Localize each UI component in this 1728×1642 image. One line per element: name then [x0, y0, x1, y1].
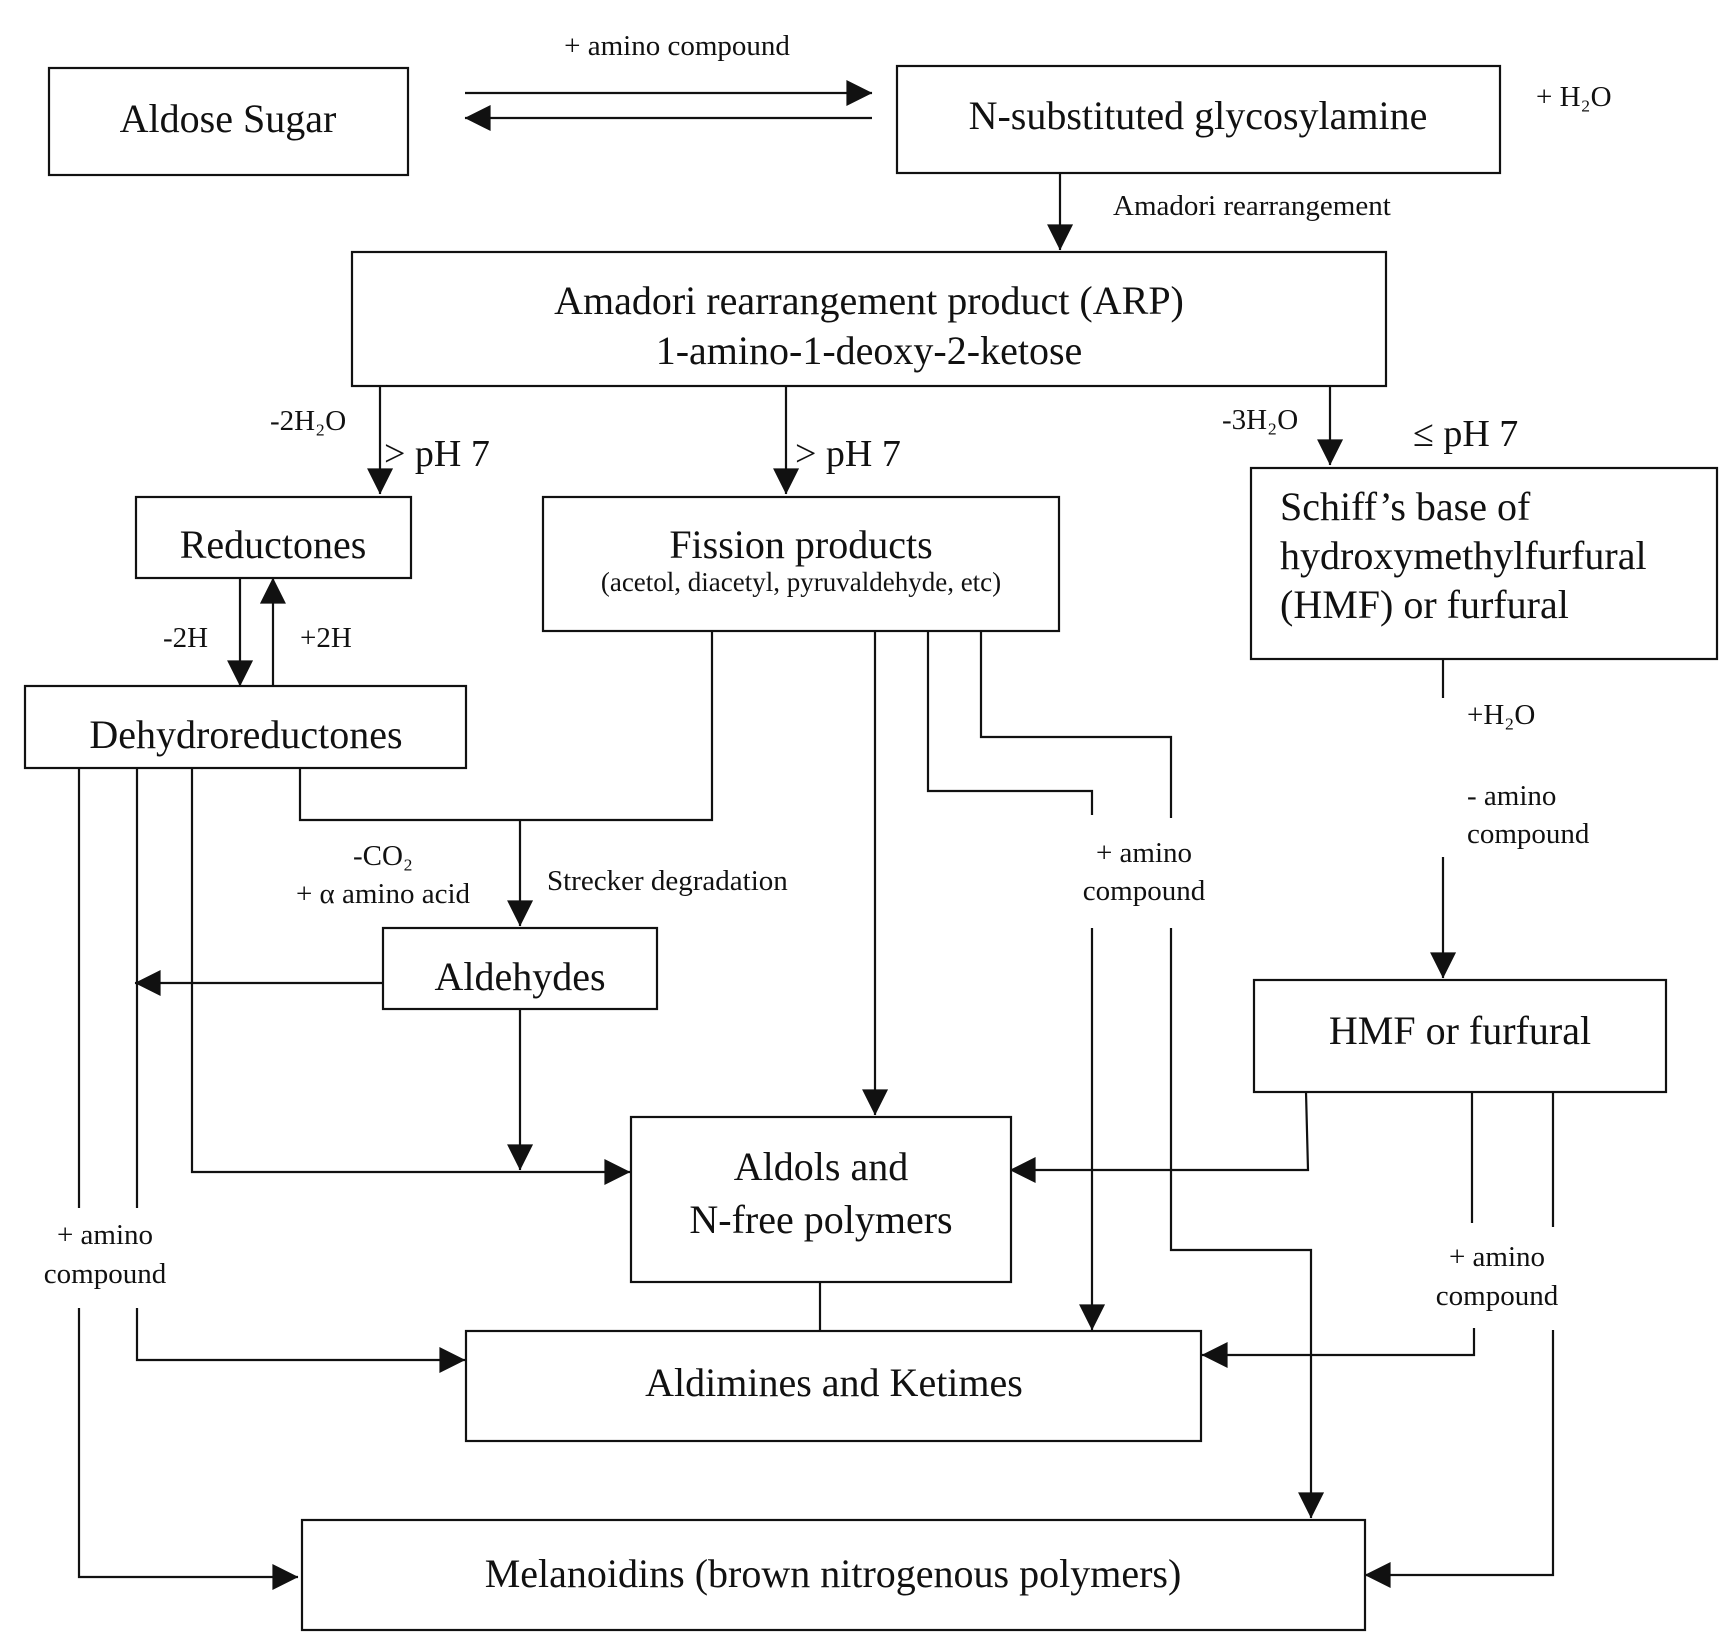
arrow-hmf-to-aldols [1009, 1091, 1310, 1184]
box-aldose-sugar: Aldose Sugar [47, 66, 410, 177]
label-minus-amino-1: - amino [1467, 780, 1556, 812]
box-schiff-base: Schiff’s base of hydroxymethylfurfural (… [1249, 466, 1719, 661]
aldols-line2: N-free polymers [689, 1197, 952, 1242]
box-aldimines-ketimes: Aldimines and Ketimes [464, 1329, 1203, 1443]
line-fission-to-melanoidins-top [979, 631, 1173, 818]
reaction-labels: + amino compound + H₂O Amadori rearrange… [44, 30, 1612, 1312]
label-strecker: Strecker degradation [547, 865, 788, 897]
reductones-label: Reductones [180, 522, 367, 567]
label-plus-2h: +2H [300, 622, 352, 654]
arrow-dehydro-to-melanoidins [77, 1308, 299, 1590]
schiff-line2: hydroxymethylfurfural [1280, 533, 1647, 578]
fission-label: Fission products [669, 522, 932, 567]
label-amino-right-2: compound [1436, 1280, 1559, 1312]
label-h2o-top: + H₂O [1536, 81, 1612, 113]
box-reductones: Reductones [134, 495, 413, 580]
schiff-line1: Schiff’s base of [1280, 484, 1531, 529]
label-ph-le7: ≤ pH 7 [1413, 413, 1518, 455]
schiff-line3: (HMF) or furfural [1280, 582, 1569, 627]
box-melanoidins: Melanoidins (brown nitrogenous polymers) [300, 1518, 1367, 1632]
label-minus-amino-2: compound [1467, 818, 1590, 850]
arrow-fission-to-melanoidins [1169, 928, 1325, 1519]
label-minus-2h2o: -2H₂O [270, 405, 346, 437]
box-glycosylamine: N-substituted glycosylamine [895, 64, 1502, 175]
box-hmf-furfural: HMF or furfural [1252, 978, 1668, 1094]
box-fission-products: Fission products (acetol, diacetyl, pyru… [541, 495, 1061, 633]
arrow-dehydro-to-aldimines [135, 1308, 466, 1373]
aldimines-label: Aldimines and Ketimes [645, 1360, 1023, 1405]
box-arp: Amadori rearrangement product (ARP) 1-am… [350, 250, 1388, 388]
arp-line1: Amadori rearrangement product (ARP) [554, 278, 1184, 323]
fission-sub-label: (acetol, diacetyl, pyruvaldehyde, etc) [601, 567, 1001, 597]
label-amino-right-1: + amino [1449, 1241, 1545, 1273]
box-dehydroreductones: Dehydroreductones [23, 684, 468, 770]
box-aldehydes: Aldehydes [381, 926, 659, 1011]
arp-line2: 1-amino-1-deoxy-2-ketose [656, 328, 1083, 373]
label-amino-mid-2: compound [1083, 875, 1206, 907]
label-amino-top: + amino compound [564, 30, 790, 62]
line-dehydro-to-strecker [298, 631, 714, 822]
label-minus-3h2o: -3H₂O [1222, 404, 1298, 436]
label-minus-2h: -2H [163, 622, 208, 654]
dehydroreductones-label: Dehydroreductones [89, 712, 402, 757]
label-amino-mid-1: + amino [1096, 837, 1192, 869]
melanoidins-label: Melanoidins (brown nitrogenous polymers) [485, 1551, 1182, 1596]
box-aldols: Aldols and N-free polymers [629, 1115, 1013, 1284]
hmf-label: HMF or furfural [1329, 1008, 1591, 1053]
label-co2: -CO₂ [353, 840, 413, 872]
aldols-line1: Aldols and [734, 1144, 908, 1189]
arrow-hmf-to-melanoidins-low [1364, 1330, 1555, 1589]
label-ph-gt7-left: > pH 7 [384, 433, 490, 475]
label-amadori: Amadori rearrangement [1113, 190, 1391, 222]
arrow-dehydro-to-aldols [190, 768, 631, 1185]
label-amino-left-1: + amino [57, 1219, 153, 1251]
label-alpha-amino: + α amino acid [296, 878, 471, 910]
label-plus-h2o-right: +H₂O [1467, 699, 1535, 731]
label-amino-left-2: compound [44, 1258, 167, 1290]
arrow-hmf-to-aldimines [1201, 1328, 1476, 1369]
connectors [77, 79, 1555, 1590]
aldose-sugar-label: Aldose Sugar [120, 96, 337, 141]
glycosylamine-label: N-substituted glycosylamine [969, 93, 1428, 138]
line-fission-to-amino-mid [926, 631, 1094, 815]
aldehydes-label: Aldehydes [434, 954, 605, 999]
label-ph-gt7-mid: > pH 7 [795, 433, 901, 475]
